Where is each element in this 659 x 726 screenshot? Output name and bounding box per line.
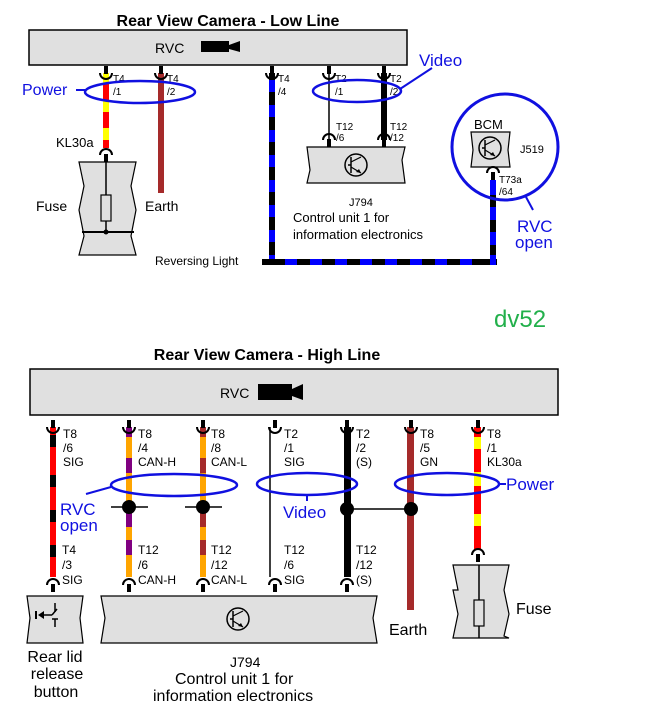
pin-label: /12 bbox=[390, 133, 404, 144]
pin-label: T12 bbox=[336, 122, 354, 133]
wire-video-shield bbox=[344, 427, 351, 577]
kl30a-label: KL30a bbox=[56, 135, 94, 150]
low-fuse-label: Fuse bbox=[36, 198, 67, 214]
low-power-annotation: Power bbox=[22, 79, 197, 105]
low-rvc-open-annotation: RVC open bbox=[450, 92, 560, 252]
svg-text:T4/1: T4/1 bbox=[113, 74, 125, 98]
high-can-annotation bbox=[85, 472, 239, 498]
svg-text:T12/6: T12/6 bbox=[336, 122, 354, 144]
wire-t2-2-video-shield bbox=[381, 73, 387, 140]
pin-label: /2 bbox=[390, 87, 399, 98]
splice-can-h bbox=[111, 500, 148, 514]
low-line-title: Rear View Camera - Low Line bbox=[117, 13, 340, 30]
pin-label: /4 bbox=[278, 87, 287, 98]
svg-text:RVC: RVC bbox=[60, 500, 96, 519]
camera-icon bbox=[258, 384, 303, 400]
pin-label: T2 bbox=[390, 74, 402, 85]
low-j794-box bbox=[306, 146, 406, 184]
camera-icon bbox=[201, 41, 240, 52]
pin-label-group: T2/2(S) bbox=[356, 427, 372, 469]
pin-label: /1 bbox=[335, 87, 344, 98]
watermark-label: dv52 bbox=[494, 306, 546, 333]
high-earth-label: Earth bbox=[389, 622, 427, 639]
splice-shield-earth bbox=[340, 502, 418, 516]
svg-text:Video: Video bbox=[419, 51, 462, 70]
pin-label: /2 bbox=[167, 87, 176, 98]
high-line-title: Rear View Camera - High Line bbox=[154, 347, 381, 364]
pin-label: T12 bbox=[390, 122, 408, 133]
pin-label: T73a bbox=[499, 175, 522, 186]
high-control-unit-line1: Control unit 1 for bbox=[175, 671, 294, 688]
svg-text:open: open bbox=[515, 233, 553, 252]
low-video-annotation: Video bbox=[311, 51, 462, 104]
button-switch-icon bbox=[35, 603, 58, 627]
rear-lid-line2: release bbox=[31, 666, 84, 683]
pin-label-group: T12/12(S) bbox=[356, 543, 377, 587]
svg-text:T12/12: T12/12 bbox=[390, 122, 408, 144]
pin-label: /1 bbox=[113, 87, 122, 98]
high-rvc-open-annotation: RVC open bbox=[60, 500, 98, 535]
high-fuse-label: Fuse bbox=[516, 601, 552, 618]
low-control-unit-line2: information electronics bbox=[293, 227, 424, 242]
wire-gn-earth bbox=[407, 427, 414, 610]
pin-label: T4 bbox=[113, 74, 125, 85]
j519-label: J519 bbox=[520, 144, 544, 156]
low-rvc-label: RVC bbox=[155, 40, 184, 56]
pin-label: T4 bbox=[278, 74, 290, 85]
svg-text:T4/4: T4/4 bbox=[278, 74, 290, 98]
bcm-label: BCM bbox=[474, 117, 503, 132]
high-video-annotation: Video bbox=[255, 471, 359, 522]
fuse-icon bbox=[100, 194, 112, 222]
wire-kl30a-power bbox=[474, 427, 481, 550]
svg-text:Video: Video bbox=[283, 503, 326, 522]
high-j794-code: J794 bbox=[230, 654, 261, 670]
splice-can-l bbox=[185, 500, 222, 514]
high-power-annotation: Power bbox=[393, 471, 555, 497]
high-j794-box bbox=[100, 595, 378, 644]
fuse-icon bbox=[473, 599, 485, 627]
svg-text:T4/2: T4/2 bbox=[167, 74, 179, 98]
wire-t4-2-earth bbox=[158, 73, 164, 193]
svg-text:T73a/64: T73a/64 bbox=[499, 175, 522, 198]
low-control-unit-line1: Control unit 1 for bbox=[293, 210, 390, 225]
svg-text:T2/2: T2/2 bbox=[390, 74, 402, 98]
wire-t8-6-sig bbox=[50, 427, 56, 577]
bcm-box bbox=[470, 131, 511, 168]
svg-text:open: open bbox=[60, 516, 98, 535]
svg-text:RVC: RVC bbox=[517, 217, 553, 236]
low-j794-code: J794 bbox=[349, 197, 373, 209]
low-earth-label: Earth bbox=[145, 198, 178, 214]
rear-lid-line1: Rear lid bbox=[27, 649, 82, 666]
pin-label: /6 bbox=[336, 133, 345, 144]
reversing-light-label: Reversing Light bbox=[155, 254, 239, 268]
pin-label: T4 bbox=[167, 74, 179, 85]
svg-text:Power: Power bbox=[506, 475, 555, 494]
pin-label: /64 bbox=[499, 187, 513, 198]
wire-t4-4-reversing-light bbox=[262, 73, 497, 265]
rear-lid-line3: button bbox=[34, 684, 78, 701]
svg-text:T2/1: T2/1 bbox=[335, 74, 347, 98]
high-control-unit-line2: information electronics bbox=[153, 688, 313, 705]
svg-text:Power: Power bbox=[22, 82, 68, 99]
high-rvc-label: RVC bbox=[220, 385, 249, 401]
